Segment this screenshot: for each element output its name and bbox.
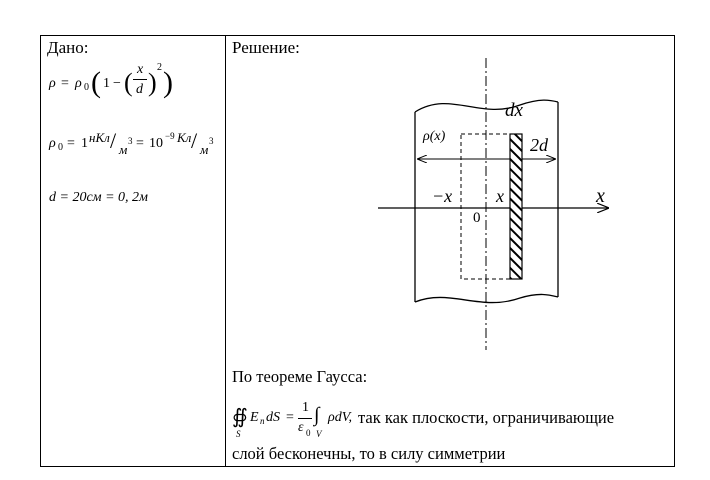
rho-x-label: ρ(x) [422, 129, 446, 144]
gauss-explanation: так как плоскости, ограничивающие [358, 408, 615, 427]
charge-layer-diagram: dx ρ(x) 2d −x x x 0 [378, 58, 620, 350]
gauss-title: По теореме Гаусса: [232, 367, 368, 386]
pos-x-label: x [495, 186, 504, 206]
dx-label: dx [505, 100, 524, 121]
symmetry-line: слой бесконечны, то в силу симметрии [232, 444, 506, 463]
solution-table [40, 35, 675, 467]
origin-label: 0 [473, 210, 481, 226]
given-header: Дано: [47, 38, 89, 57]
gauss-formula: ∯ S E n dS = 1 ε 0 ∫ V ρdV, [232, 400, 352, 439]
layer-outline [414, 99, 559, 113]
d-value: d = 20см = 0, 2м [49, 190, 148, 205]
hatched-slab [509, 133, 523, 280]
rho0-value: ρ 0 = 1 нКл / м 3 = 10 −9 Кл / м 3 [49, 128, 214, 157]
column-divider [225, 35, 226, 467]
solution-header: Решение: [232, 38, 300, 57]
rho-formula: ρ = ρ 0 ( 1 − ( x d ) 2 ) [49, 62, 173, 99]
two-d-label: 2d [530, 135, 549, 155]
neg-x-label: −x [432, 186, 452, 206]
axis-x-label: x [595, 185, 605, 207]
